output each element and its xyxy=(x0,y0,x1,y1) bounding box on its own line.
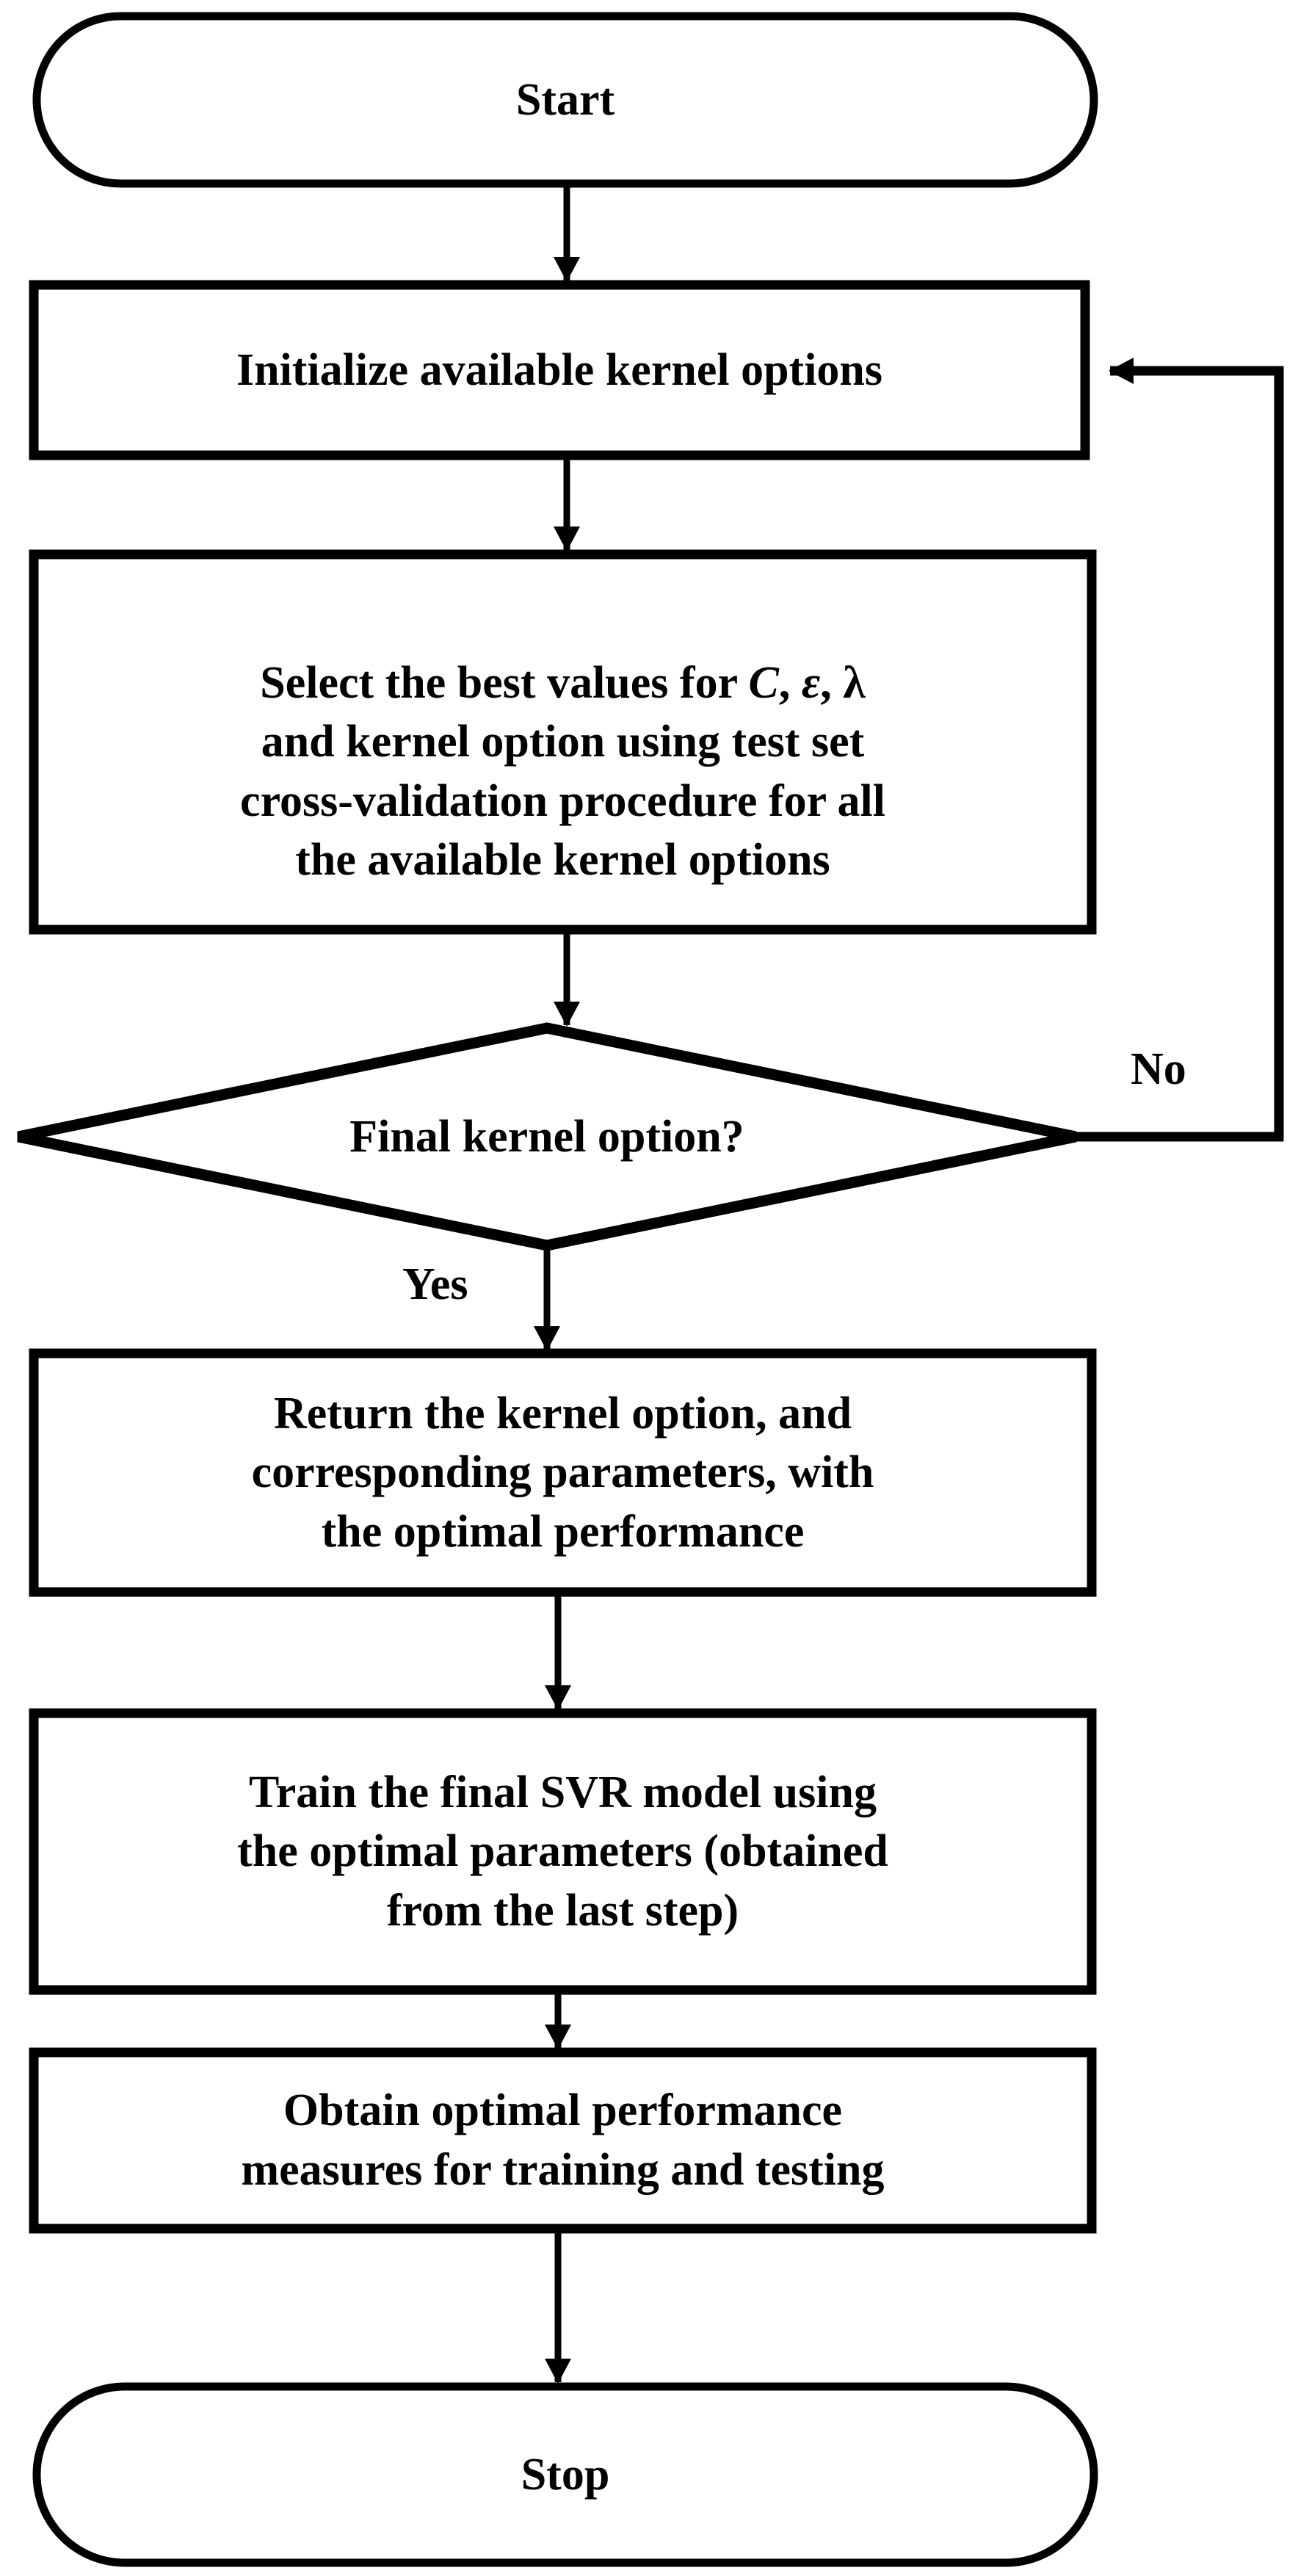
node-start-shape[interactable] xyxy=(32,12,1098,188)
edge-label-yes: Yes xyxy=(402,1259,468,1309)
edge-decision-no-loop xyxy=(1076,358,1284,1142)
node-return-shape[interactable] xyxy=(29,1348,1097,1597)
node-select-shape[interactable] xyxy=(29,549,1097,935)
node-initialize-shape[interactable] xyxy=(29,280,1090,460)
node-obtain-shape[interactable] xyxy=(29,2047,1097,2234)
node-stop-shape[interactable] xyxy=(32,2382,1098,2567)
edge-label-no: No xyxy=(1131,1044,1186,1094)
node-decision-shape[interactable] xyxy=(17,1022,1077,1251)
node-train-shape[interactable] xyxy=(29,1708,1097,1995)
